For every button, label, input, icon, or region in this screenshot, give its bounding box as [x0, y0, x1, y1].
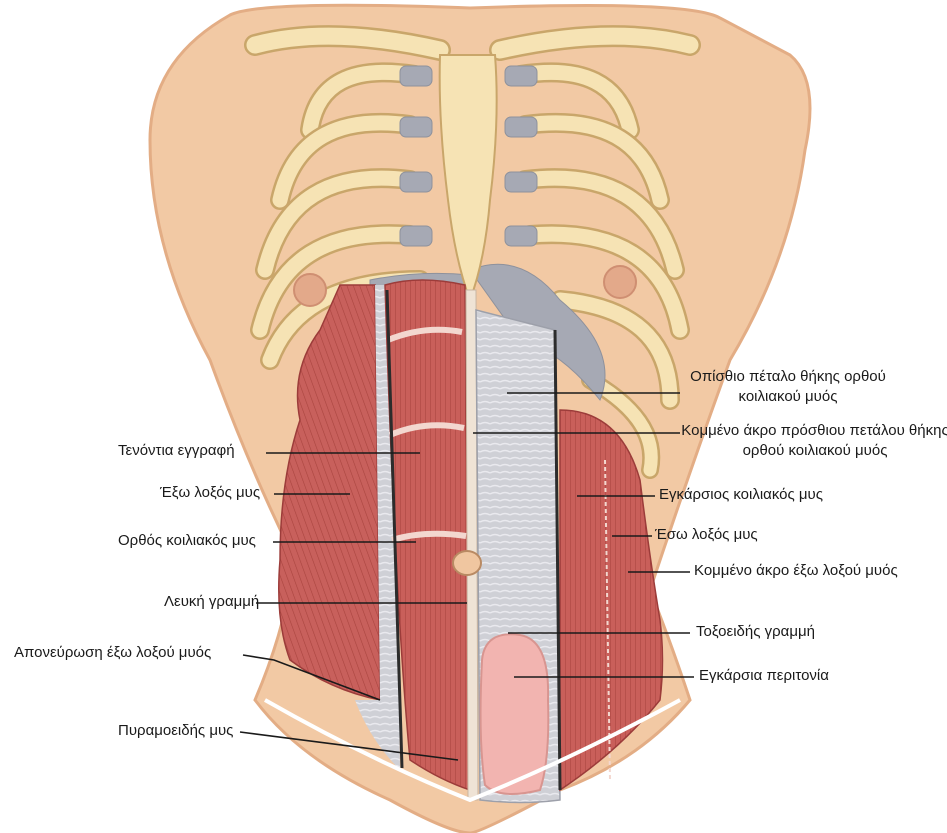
label-linea-alba: Λευκή γραμμή [164, 592, 259, 612]
label-tendinous-intersection: Τενόντια εγγραφή [118, 441, 235, 461]
right-nipple [604, 266, 636, 298]
umbilicus [453, 551, 481, 575]
label-external-oblique-aponeurosis: Απονεύρωση έξω λοξού μυός [14, 643, 211, 663]
label-cut-anterior-sheath: Κομμένο άκρο πρόσθιου πετάλου θήκης ορθο… [680, 421, 947, 461]
label-pyramidalis: Πυραμοειδής μυς [118, 721, 233, 741]
label-transversus-abdominis: Εγκάρσιος κοιλιακός μυς [659, 485, 823, 505]
label-internal-oblique: Έσω λοξός μυς [655, 525, 758, 545]
label-cut-external-oblique: Κομμένο άκρο έξω λοξού μυός [694, 561, 898, 581]
label-arcuate-line: Τοξοειδής γραμμή [696, 622, 815, 642]
left-nipple [294, 274, 326, 306]
label-rectus-abdominis: Ορθός κοιλιακός μυς [118, 531, 256, 551]
label-external-oblique: Έξω λοξός μυς [160, 483, 260, 503]
label-posterior-rectus-sheath: Οπίσθιο πέταλο θήκης ορθού κοιλιακού μυό… [683, 367, 893, 407]
label-transversalis-fascia: Εγκάρσια περιτονία [699, 666, 829, 686]
